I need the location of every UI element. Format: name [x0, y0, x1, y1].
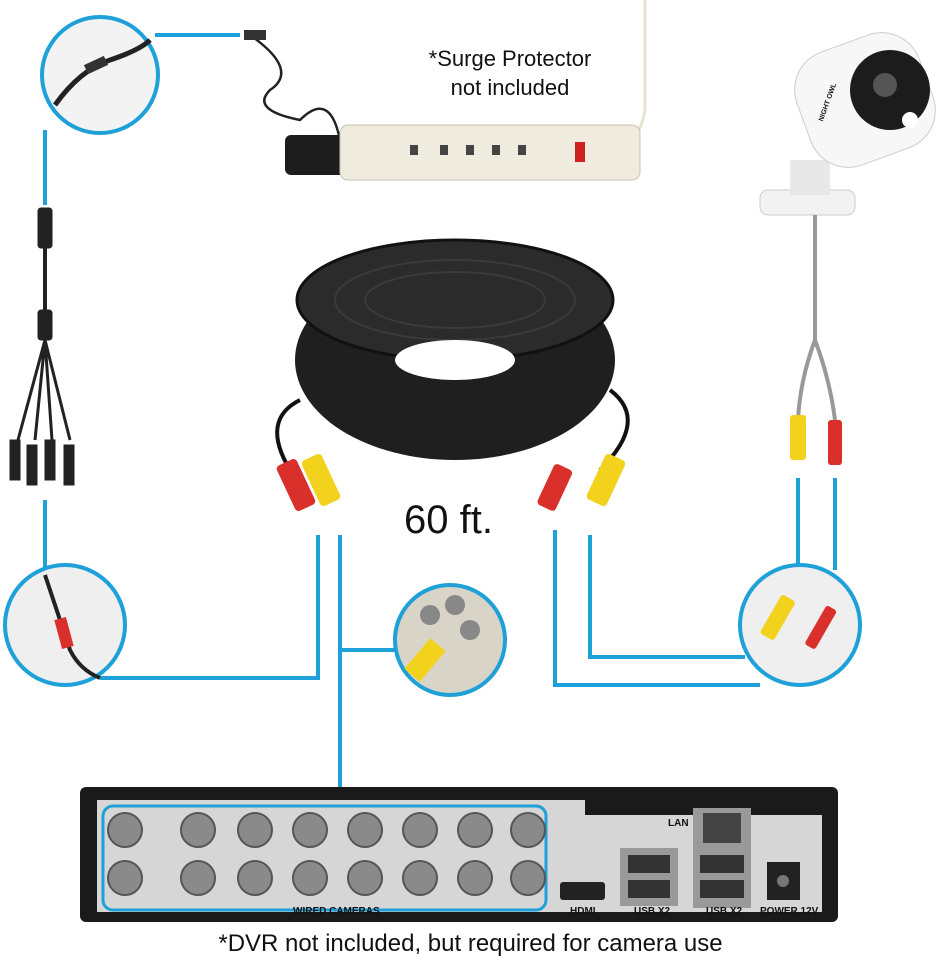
dc-connector-detail [40, 15, 160, 135]
bnc-detail [393, 583, 507, 697]
surge-note-line2: not included [450, 75, 570, 100]
security-camera [759, 32, 936, 465]
surge-note-line1: *Surge Protector [428, 46, 592, 71]
connection-lines [43, 33, 837, 800]
camera-connection-detail [738, 563, 862, 687]
hdmi-label: HDMI [570, 906, 596, 917]
power-label: POWER 12V [760, 906, 819, 917]
surge-protector [339, 0, 647, 181]
dvr-back-panel [80, 787, 838, 922]
surge-protector-note: *Surge Protector not included [400, 44, 620, 102]
bnc-ports [107, 812, 546, 896]
dvr-note: *DVR not included, but required for came… [218, 930, 723, 957]
power-connection-detail [3, 563, 127, 687]
lan-label: LAN [668, 818, 689, 829]
power-splitter [9, 207, 75, 486]
usb-right-label: USB X2 [706, 906, 743, 917]
lan-port [703, 813, 741, 843]
usb-left-label: USB X2 [634, 906, 671, 917]
cable-coil [275, 238, 630, 511]
wired-cameras-label: WIRED CAMERAS [293, 906, 380, 917]
cable-length-label: 60 ft. [404, 498, 493, 542]
hdmi-port [560, 882, 605, 900]
